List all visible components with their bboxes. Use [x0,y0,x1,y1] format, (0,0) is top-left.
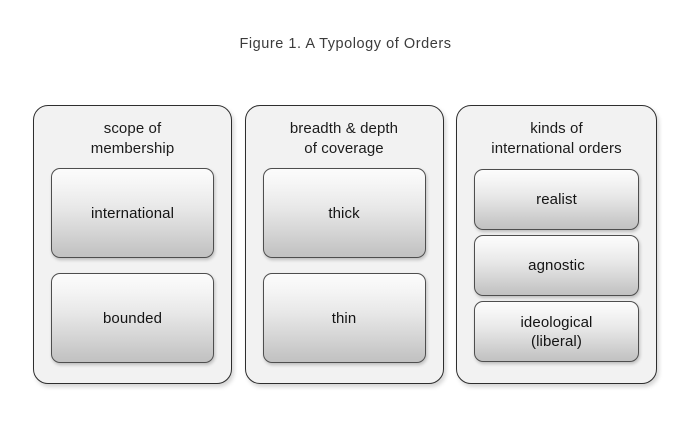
item-box-realist[interactable]: realist [474,169,639,230]
column-header: breadth & depth of coverage [289,120,399,157]
column-header: kinds of international orders [491,120,622,157]
item-box-ideological-liberal[interactable]: ideological (liberal) [474,301,639,362]
figure-title: Figure 1. A Typology of Orders [239,36,452,52]
column-card-scope-of-membership: scope of membership international bounde… [33,105,232,384]
column-card-breadth-and-depth-of-coverage: breadth & depth of coverage thick thin [244,105,444,384]
item-box-bounded[interactable]: bounded [51,273,214,363]
column-header: scope of membership [90,120,175,157]
column-items: thick thin [246,159,443,383]
item-box-agnostic[interactable]: agnostic [474,235,639,296]
item-box-thick[interactable]: thick [262,168,426,258]
column-items: realist agnostic ideological (liberal) [457,159,656,383]
column-card-kinds-of-international-orders: kinds of international orders realist ag… [456,105,657,384]
typology-columns: scope of membership international bounde… [33,105,657,384]
item-box-international[interactable]: international [51,168,214,258]
column-items: international bounded [34,159,231,383]
item-box-thin[interactable]: thin [262,273,426,363]
